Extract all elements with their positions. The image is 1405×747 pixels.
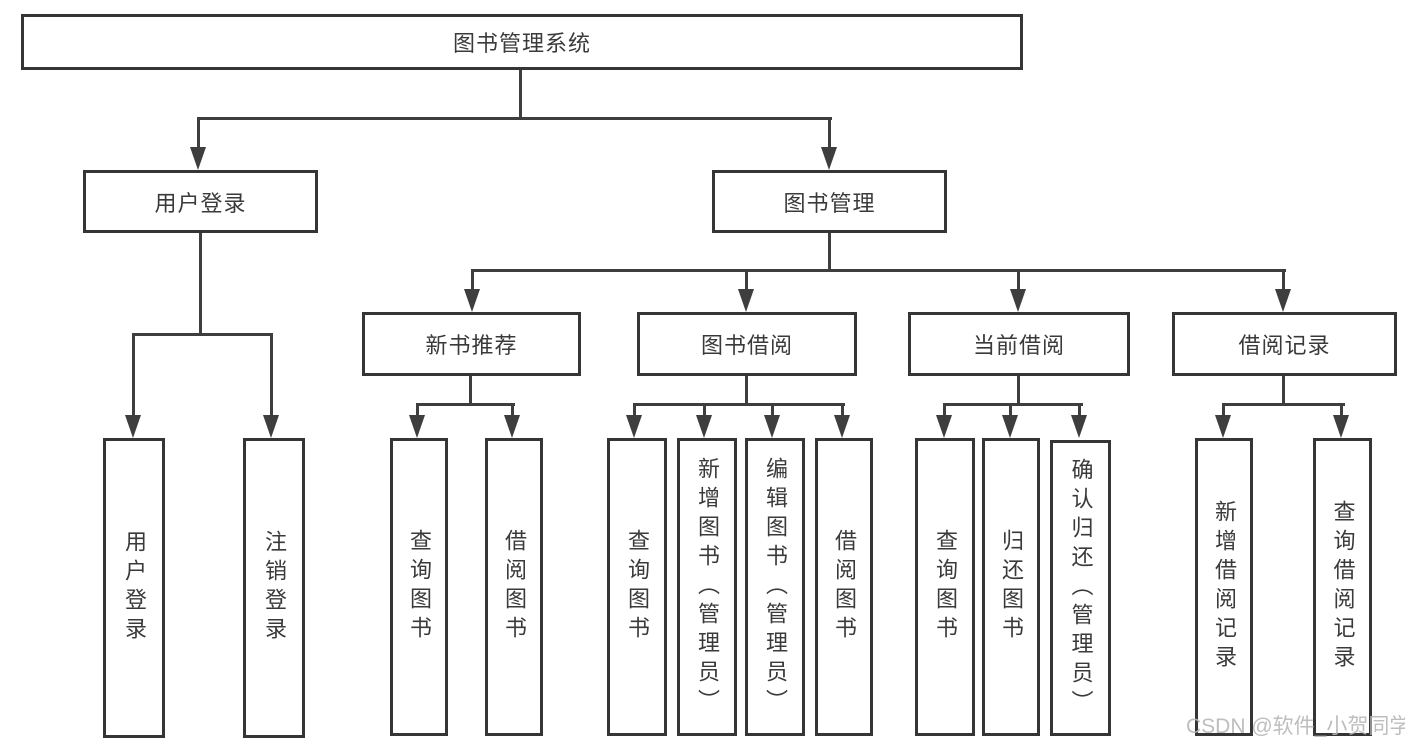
connector-line [132, 333, 273, 336]
node-book-management: 图书管理 [712, 170, 947, 233]
arrow-down-icon [821, 147, 837, 170]
connector-line [471, 269, 1286, 272]
arrow-down-icon [464, 289, 480, 312]
connector-line [197, 117, 200, 151]
node-edit-books-admin: 编辑图书（管理员） [745, 438, 805, 736]
connector-line [199, 233, 202, 336]
arrow-down-icon [409, 415, 425, 438]
connector-line [1009, 403, 1012, 418]
arrow-down-icon [1002, 415, 1018, 438]
node-label: 新增借阅记录 [1212, 500, 1237, 674]
node-label: 编辑图书（管理员） [763, 456, 788, 718]
node-label: 图书管理系统 [452, 31, 591, 56]
connector-line [1222, 403, 1225, 418]
connector-line [1282, 376, 1285, 406]
node-user-login-action: 用户登录 [103, 438, 165, 738]
node-label: 查询借阅记录 [1330, 500, 1356, 674]
arrow-down-icon [696, 415, 712, 438]
arrow-down-icon [263, 415, 279, 438]
connector-line [1017, 269, 1020, 292]
watermark: CSDN @软件_小贺同学 [1186, 715, 1405, 738]
node-label: 图书管理 [783, 190, 876, 216]
connector-line [1078, 403, 1081, 418]
connector-line [197, 117, 832, 120]
node-label: 当前借阅 [972, 333, 1065, 358]
connector-line [1222, 403, 1345, 406]
node-label: 新书推荐 [425, 333, 518, 358]
connector-line [745, 376, 748, 406]
arrow-down-icon [1215, 415, 1231, 438]
arrow-down-icon [504, 415, 520, 438]
connector-line [416, 403, 419, 418]
connector-line [1017, 376, 1020, 406]
node-label: 查询图书 [933, 529, 958, 645]
node-label: 用户登录 [154, 190, 247, 216]
node-borrowing-records: 借阅记录 [1172, 312, 1397, 376]
node-current-borrowing: 当前借阅 [908, 312, 1130, 376]
connector-line [469, 376, 472, 406]
connector-line [416, 403, 515, 406]
node-query-books: 查询图书 [607, 438, 667, 736]
node-borrow-books: 借阅图书 [815, 438, 873, 736]
node-book-borrowing: 图书借阅 [637, 312, 857, 376]
arrow-down-icon [738, 289, 754, 312]
connector-line [270, 333, 273, 418]
connector-line [132, 333, 135, 418]
node-label: 用户登录 [122, 530, 147, 646]
connector-line [471, 269, 474, 292]
node-label: 图书借阅 [700, 333, 793, 358]
connector-line [511, 403, 514, 418]
arrow-down-icon [1275, 289, 1291, 312]
node-label: 查询图书 [625, 529, 650, 645]
connector-line [943, 403, 946, 418]
connector-line [633, 403, 845, 406]
node-label: 新增图书（管理员） [695, 456, 720, 718]
node-user-login: 用户登录 [83, 170, 318, 233]
connector-line [1282, 269, 1285, 292]
node-query-borrow-record: 查询借阅记录 [1313, 438, 1372, 736]
node-library-management-system: 图书管理系统 [21, 14, 1023, 70]
connector-line [771, 403, 774, 418]
arrow-down-icon [626, 415, 642, 438]
node-add-books-admin: 新增图书（管理员） [677, 438, 737, 736]
connector-line [828, 233, 831, 272]
arrow-down-icon [1071, 415, 1087, 438]
node-label: 借阅记录 [1238, 333, 1331, 358]
arrow-down-icon [834, 415, 850, 438]
arrow-down-icon [936, 415, 952, 438]
connector-line [519, 70, 522, 119]
connector-line [703, 403, 706, 418]
connector-line [943, 403, 1083, 406]
arrow-down-icon [1010, 289, 1026, 312]
node-label: 借阅图书 [832, 529, 857, 645]
connector-line [745, 269, 748, 292]
node-label: 注销登录 [262, 530, 287, 646]
node-query-books: 查询图书 [390, 438, 448, 736]
node-label: 借阅图书 [502, 529, 527, 645]
node-new-book-recommendation: 新书推荐 [362, 312, 581, 376]
arrow-down-icon [125, 415, 141, 438]
arrow-down-icon [1333, 415, 1349, 438]
node-label: 查询图书 [407, 529, 432, 645]
connector-line [633, 403, 636, 418]
node-label: 确认归还（管理员） [1068, 457, 1094, 719]
connector-line [828, 117, 831, 151]
connector-line [1340, 403, 1343, 418]
node-logout-action: 注销登录 [243, 438, 305, 738]
node-label: 归还图书 [999, 529, 1024, 645]
arrow-down-icon [190, 147, 206, 170]
node-add-borrow-record: 新增借阅记录 [1195, 438, 1253, 736]
node-borrow-books: 借阅图书 [485, 438, 543, 736]
arrow-down-icon [764, 415, 780, 438]
node-confirm-return-admin: 确认归还（管理员） [1050, 440, 1111, 736]
connector-line [841, 403, 844, 418]
node-query-books: 查询图书 [915, 438, 975, 736]
node-return-books: 归还图书 [982, 438, 1040, 736]
